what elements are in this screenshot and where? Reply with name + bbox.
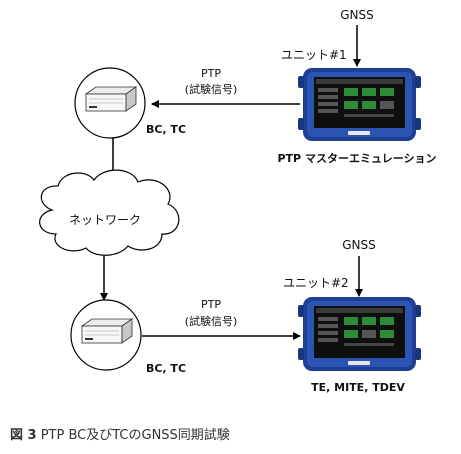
network-label: ネットワーク (69, 213, 141, 227)
gnss-label-unit-1: GNSS (340, 8, 374, 22)
server-icon-2 (70, 299, 142, 371)
figure-title: PTP BC及びTCのGNSS同期試験 (40, 428, 230, 443)
ptp-label-1: PTP (201, 67, 221, 80)
server-icon-1 (74, 67, 146, 139)
ptp-detail-1: (試験信号) (185, 82, 238, 96)
unit-1-caption: PTP マスターエミュレーション (277, 152, 436, 165)
ptp-label-2: PTP (201, 298, 221, 311)
gnss-sync-test-diagram: GNSS ユニット#1 PTP マスターエミュレーション PTP (試験信号) (39, 8, 437, 394)
unit-2-caption: TE, MITE, TDEV (311, 381, 405, 394)
unit-1-label: ユニット#1 (281, 48, 347, 62)
server-2-label: BC, TC (146, 362, 186, 375)
test-device-unit-2 (298, 297, 421, 371)
svg-text:GNSS: GNSS (340, 8, 374, 22)
gnss-label-unit-2: GNSS (342, 238, 376, 252)
figure-caption: 図 3 PTP BC及びTCのGNSS同期試験 (10, 424, 230, 443)
server-1-label: BC, TC (146, 123, 186, 136)
network-cloud: ネットワーク (39, 169, 180, 256)
figure-number: 図 3 (10, 428, 37, 443)
test-device-unit-1 (298, 68, 421, 141)
ptp-detail-2: (試験信号) (185, 314, 238, 328)
unit-2-label: ユニット#2 (283, 276, 349, 290)
